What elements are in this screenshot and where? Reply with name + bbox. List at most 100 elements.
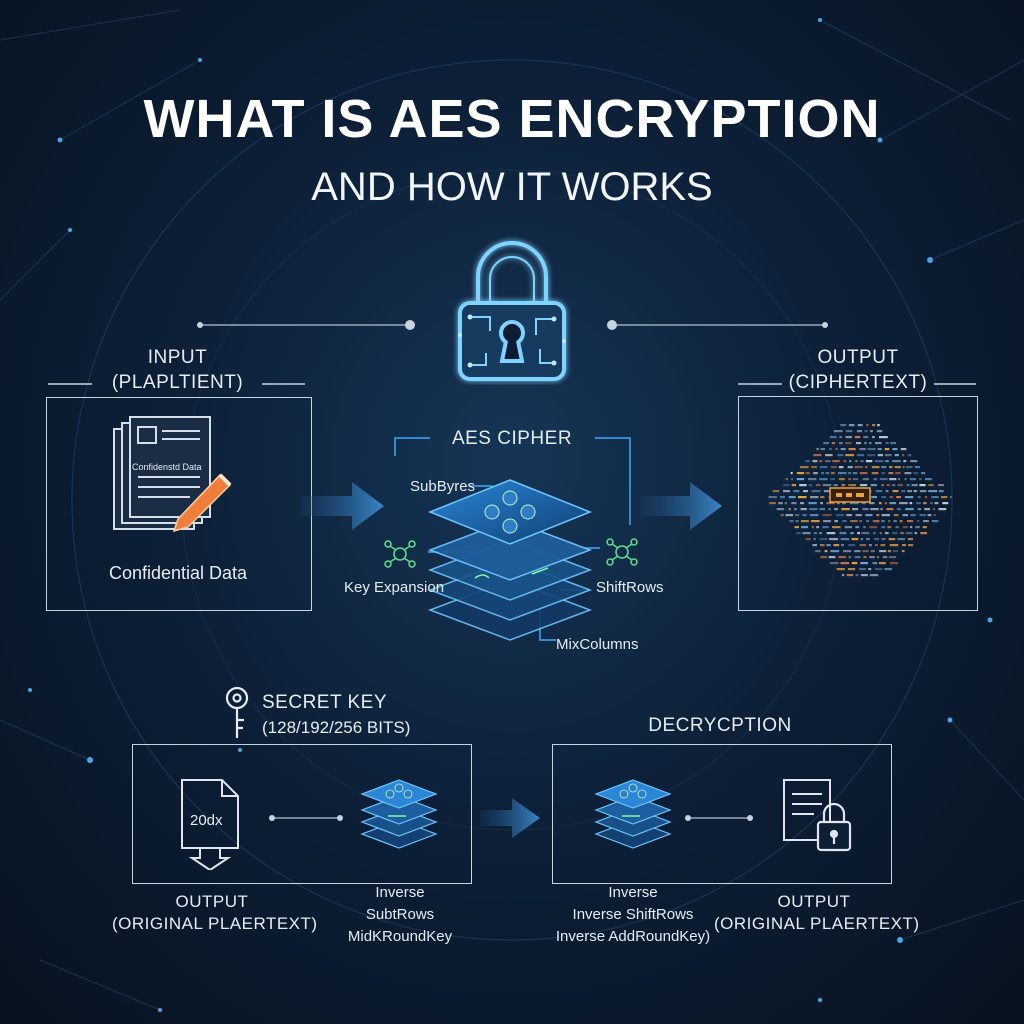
cipher-glyph — [906, 466, 913, 469]
cipher-glyph — [852, 478, 859, 481]
cipher-glyph — [822, 484, 832, 487]
cipher-glyph — [840, 424, 847, 427]
cipher-glyph — [890, 562, 899, 565]
cipher-glyph — [799, 466, 809, 469]
cipher-glyph — [919, 484, 926, 487]
cipher-glyph — [892, 460, 901, 463]
cipher-glyph — [848, 424, 855, 427]
cipher-glyph — [920, 532, 927, 535]
cipher-glyph — [874, 538, 880, 541]
cipher-glyph — [888, 556, 896, 559]
cipher-glyph — [796, 532, 801, 535]
cipher-glyph — [869, 502, 875, 505]
cipher-glyph — [872, 562, 878, 565]
cipher-glyph — [892, 448, 898, 451]
cipher-glyph — [874, 568, 883, 571]
cipher-glyph — [846, 574, 854, 577]
cipher-glyph — [894, 466, 901, 469]
cipher-glyph — [815, 484, 821, 487]
cipher-glyph — [860, 538, 864, 541]
decrypted-file-label: 20dx — [190, 812, 223, 829]
cipher-glyph — [863, 556, 867, 559]
cipher-glyph — [834, 520, 838, 523]
cipher-glyph — [888, 472, 894, 475]
inverse-layers-icon-left — [360, 779, 438, 849]
cipher-glyph — [800, 520, 809, 523]
cipher-glyph — [862, 550, 869, 553]
cipher-glyph — [801, 526, 808, 529]
cipher-glyph — [830, 466, 837, 469]
cipher-glyph — [914, 466, 920, 469]
cipher-glyph — [868, 568, 872, 571]
cipher-glyph — [915, 526, 920, 529]
cipher-glyph — [860, 562, 869, 565]
cipher-glyph — [819, 466, 828, 469]
cipher-glyph — [881, 466, 887, 469]
cipher-glyph — [845, 454, 855, 457]
cipher-glyph — [888, 538, 896, 541]
cipher-glyph — [910, 460, 918, 463]
cipher-glyph — [873, 478, 878, 481]
cipher-glyph — [838, 466, 844, 469]
cipher-glyph — [800, 502, 804, 505]
cipher-glyph — [853, 472, 858, 475]
cipher-glyph — [788, 496, 796, 499]
cipher-glyph — [811, 520, 820, 523]
cipher-glyph — [840, 448, 846, 451]
cipher-glyph — [924, 478, 932, 481]
cipher-glyph — [837, 472, 847, 475]
cipher-glyph — [869, 574, 879, 577]
cipher-glyph — [830, 562, 839, 565]
cipher-glyph — [881, 514, 890, 517]
shiftrows-icon — [606, 538, 638, 566]
cipher-glyph — [855, 514, 862, 517]
cipher-glyph — [822, 514, 832, 517]
cipher-glyph — [780, 496, 785, 499]
cipher-glyph — [808, 502, 817, 505]
cipher-glyph — [884, 532, 889, 535]
cipher-glyph — [851, 562, 858, 565]
cipher-glyph — [805, 472, 810, 475]
cipher-glyph — [887, 526, 892, 529]
bottom-left-panel — [132, 744, 472, 884]
cipher-glyph — [819, 538, 828, 541]
cipher-glyph — [876, 430, 883, 433]
cipher-glyph — [877, 424, 880, 427]
cipher-glyph — [862, 478, 870, 481]
cipher-glyph — [832, 526, 841, 529]
cipher-glyph — [909, 478, 917, 481]
cipher-glyph — [870, 430, 873, 433]
cipher-glyph — [802, 514, 807, 517]
bottom-left-output-subheading: (ORIGINAL PLAERTEXT) — [112, 914, 318, 933]
key-icon — [225, 686, 249, 738]
cipher-glyph — [805, 538, 811, 541]
cipher-glyph — [805, 460, 810, 463]
cipher-glyph — [913, 472, 919, 475]
cipher-glyph — [808, 484, 812, 487]
cipher-glyph — [871, 466, 880, 469]
cipher-glyph — [835, 448, 838, 451]
cipher-glyph — [791, 478, 794, 481]
cipher-glyph — [812, 460, 818, 463]
cipher-glyph — [796, 478, 805, 481]
cipher-glyph — [854, 556, 861, 559]
cipher-glyph — [831, 472, 835, 475]
cipher-glyph — [839, 436, 842, 439]
cipher-glyph — [892, 490, 899, 493]
cipher-glyph — [848, 478, 851, 481]
cipher-glyph — [783, 484, 790, 487]
cipher-glyph — [816, 526, 819, 529]
key-expansion-icon — [384, 540, 416, 568]
cipher-glyph — [879, 532, 882, 535]
cipher-glyph — [873, 532, 876, 535]
cipher-glyph — [892, 484, 896, 487]
cipher-glyph — [854, 550, 861, 553]
cipher-glyph — [865, 460, 873, 463]
cipher-glyph — [813, 538, 816, 541]
cipher-glyph — [819, 544, 825, 547]
cipher-glyph — [842, 520, 847, 523]
cipher-glyph — [811, 526, 814, 529]
cipher-glyph — [878, 502, 882, 505]
